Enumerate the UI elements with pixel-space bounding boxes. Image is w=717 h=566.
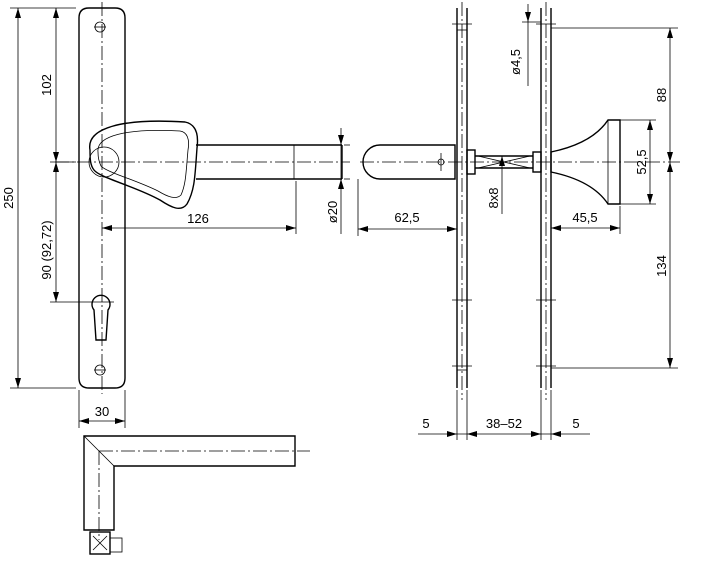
dim-lower-offset: 134 bbox=[654, 255, 669, 277]
dim-upper-hole-distance: 102 bbox=[39, 74, 54, 96]
dim-knob-projection: 45,5 bbox=[572, 210, 597, 225]
side-dimensions: 62,5 ø4,5 8x8 45,5 52,5 88 134 bbox=[357, 4, 678, 440]
dim-spindle: 8x8 bbox=[486, 188, 501, 209]
dim-door-thickness: 38–52 bbox=[486, 416, 522, 431]
side-view bbox=[360, 2, 680, 400]
right-plate bbox=[540, 8, 552, 388]
front-view bbox=[55, 2, 350, 394]
dim-plate-thickness-left: 5 bbox=[422, 416, 429, 431]
cylinder-keyhole bbox=[91, 294, 111, 341]
dim-upper-offset: 88 bbox=[654, 88, 669, 102]
bottom-view bbox=[83, 435, 310, 555]
dim-plate-thickness-right: 5 bbox=[572, 416, 579, 431]
dim-lower-distance: 90 (92,72) bbox=[39, 220, 54, 279]
dim-knob-diameter: 52,5 bbox=[634, 149, 649, 174]
dim-plate-width: 30 bbox=[95, 404, 109, 419]
front-dimensions: 250 102 90 (92,72) 30 126 ø20 bbox=[1, 7, 350, 428]
dim-screw-diameter: ø4,5 bbox=[508, 49, 523, 75]
handle-grip bbox=[89, 120, 199, 210]
bottom-screw-hole bbox=[94, 364, 106, 376]
handle-profile bbox=[83, 435, 296, 531]
dim-total-height: 250 bbox=[1, 187, 16, 209]
top-screw-hole bbox=[94, 21, 106, 33]
dim-rod-projection: 62,5 bbox=[394, 210, 419, 225]
dim-handle-length: 126 bbox=[187, 211, 209, 226]
lever-stub bbox=[362, 144, 456, 180]
escutcheon-plate bbox=[78, 7, 126, 389]
dim-rod-diameter: ø20 bbox=[325, 201, 340, 223]
left-plate bbox=[456, 8, 468, 388]
